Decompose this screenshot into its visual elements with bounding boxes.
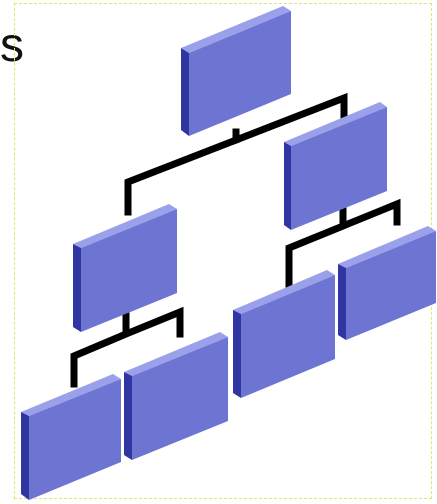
connector-left-children <box>70 306 184 388</box>
connectors <box>70 92 401 388</box>
org-box-root <box>181 6 291 136</box>
clipped-edge-text: s <box>0 19 24 72</box>
org-box-bottom-left-1 <box>21 374 121 500</box>
connector-top-left-branch <box>124 135 241 216</box>
org-box-bottom-right-1 <box>233 270 335 398</box>
connector-top <box>232 92 348 146</box>
connector-right-children <box>285 198 401 290</box>
org-box-mid-left <box>73 204 177 332</box>
org-box-bottom-left-2 <box>124 332 228 460</box>
org-box-bottom-right-2 <box>338 226 436 340</box>
org-box-mid-right <box>284 102 387 230</box>
org-chart-boxes <box>21 6 436 500</box>
